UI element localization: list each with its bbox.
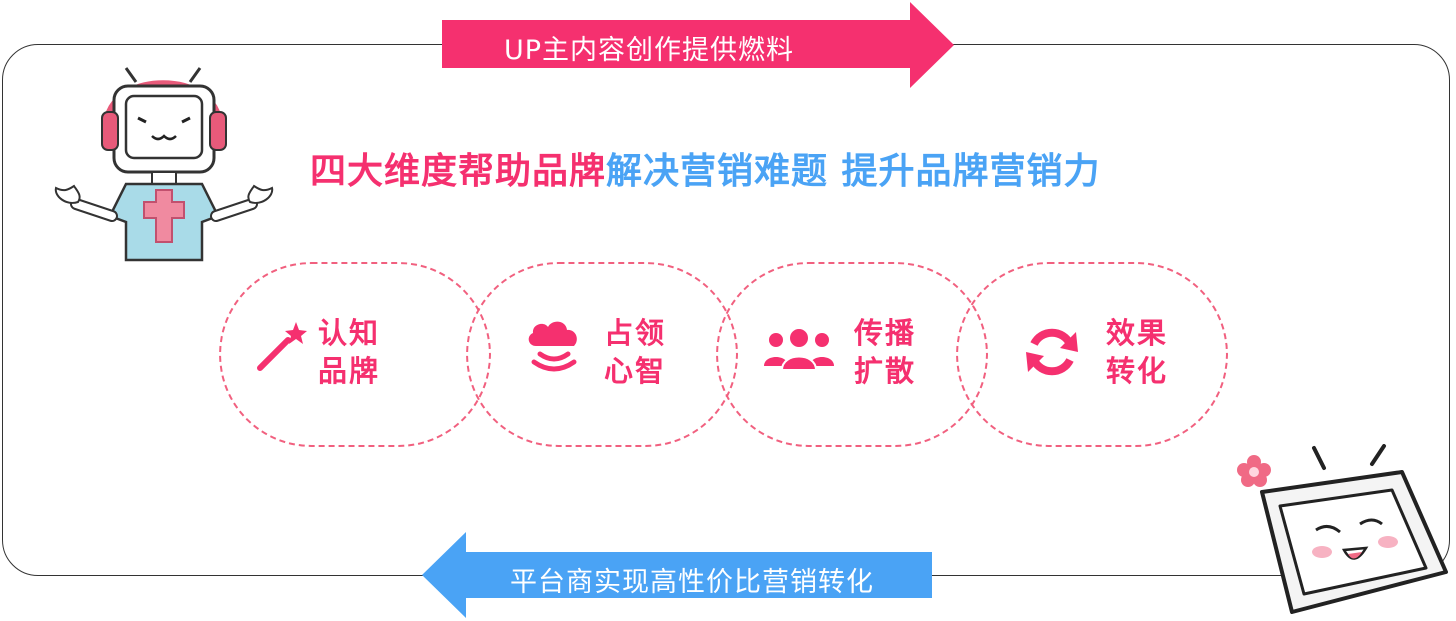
cloud-signal-icon [528, 321, 577, 372]
dimension-pill-mindshare: 占领 心智 [466, 262, 738, 447]
pill-label-line1: 占领 [604, 316, 667, 350]
pill-label-line2: 心智 [604, 354, 667, 388]
magic-wand-icon [257, 322, 307, 371]
pill-label-line1: 认知 [318, 316, 381, 350]
tv-mascot-flower-illustration [1237, 444, 1448, 614]
dimension-pill-brand-awareness: 认知 品牌 [219, 262, 491, 447]
pill-label: 传播 扩散 [854, 314, 916, 390]
headline: 四大维度帮助品牌解决营销难题 提升品牌营销力 [310, 142, 1101, 194]
pill-label-line2: 扩散 [854, 354, 917, 388]
headline-pink: 四大维度帮助品牌 [310, 151, 607, 192]
pill-label-line2: 品牌 [318, 354, 381, 388]
tv-mascot-illustration [54, 67, 274, 262]
flower-icon [1237, 455, 1271, 487]
dimension-pill-spread: 传播 扩散 [716, 262, 988, 447]
top-arrow-shape [442, 2, 954, 88]
users-group-icon [764, 327, 834, 371]
pill-label: 认知 品牌 [318, 314, 380, 390]
pill-label-line1: 效果 [1106, 316, 1169, 350]
bottom-arrow-label: 平台商实现高性价比营销转化 [510, 567, 874, 598]
dimension-pill-conversion: 效果 转化 [956, 262, 1228, 447]
bottom-arrow: 平台商实现高性价比营销转化 [418, 532, 934, 618]
pill-label: 占领 心智 [604, 314, 666, 390]
pill-label: 效果 转化 [1106, 314, 1168, 390]
pill-label-line1: 传播 [854, 316, 917, 350]
top-arrow: UP主内容创作提供燃料 [442, 2, 958, 88]
top-arrow-label: UP主内容创作提供燃料 [504, 35, 795, 66]
pill-label-line2: 转化 [1106, 354, 1169, 388]
refresh-cycle-icon [1026, 328, 1078, 376]
bottom-arrow-shape [422, 532, 932, 618]
headline-blue: 解决营销难题 提升品牌营销力 [606, 151, 1101, 192]
